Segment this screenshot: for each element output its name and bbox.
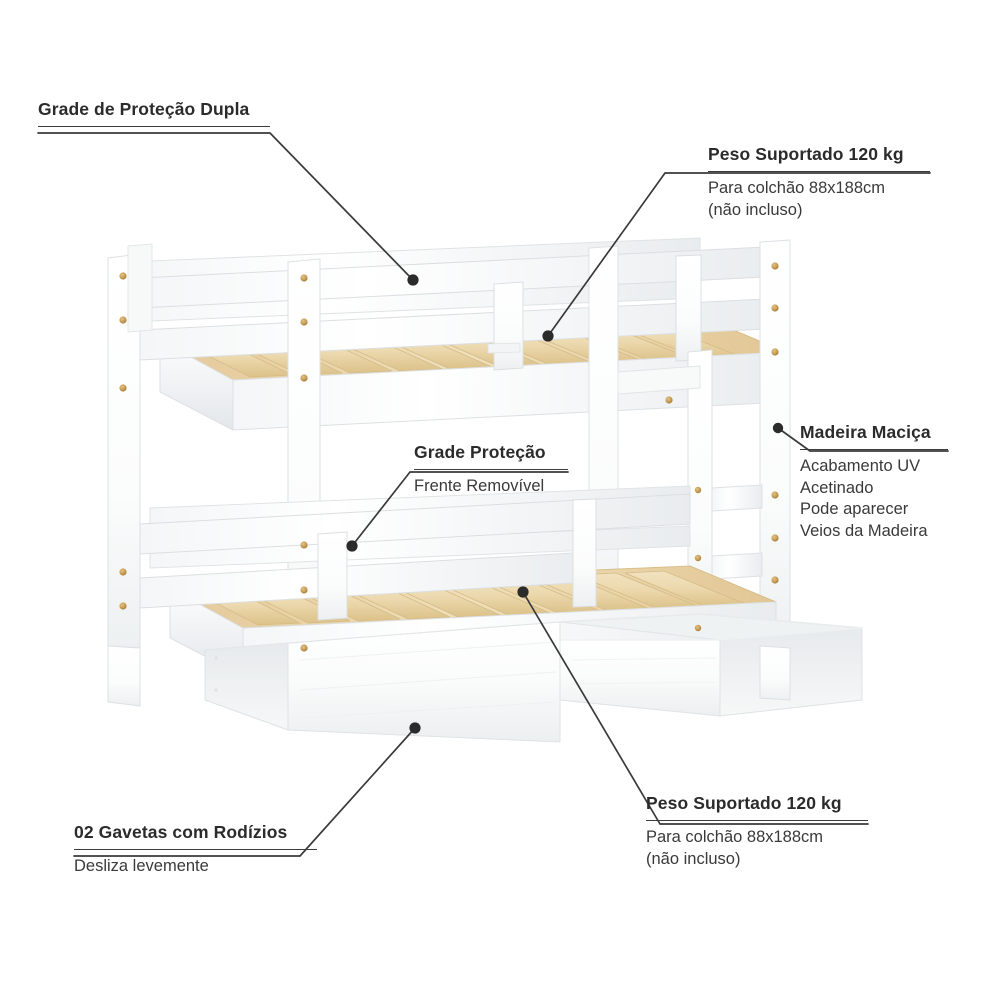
callout-subtext-line: Desliza levemente	[74, 856, 209, 875]
callout-grade-protecao: Grade Proteção Frente Removível	[414, 442, 568, 498]
leader-gavetas	[74, 728, 415, 856]
callout-02-gavetas-com-rodizios: 02 Gavetas com Rodízios Desliza levement…	[74, 822, 317, 878]
callout-subtext-line: Acetinado	[800, 478, 874, 497]
callout-subtext: Desliza levemente	[74, 856, 317, 878]
callout-title: Grade Proteção	[414, 442, 546, 462]
dot-grade-dupla	[407, 274, 419, 286]
callout-underline	[414, 468, 568, 470]
leader-peso-bot	[523, 592, 868, 824]
callout-subtext-line: Para colchão 88x188cm	[708, 178, 886, 197]
leader-grade-protecao	[352, 472, 568, 546]
drawer-left	[205, 622, 560, 742]
callout-title: Grade de Proteção Dupla	[38, 99, 250, 119]
callout-underline	[74, 848, 317, 850]
callout-peso-suportado-superior: Peso Suportado 120 kg Para colchão 88x18…	[708, 144, 930, 221]
bed-feet	[108, 646, 790, 706]
callout-title: Peso Suportado 120 kg	[646, 793, 842, 813]
callout-underline	[708, 170, 930, 172]
callout-anchor-dots	[346, 274, 784, 734]
callout-subtext: Para colchão 88x188cm (não incluso)	[708, 178, 930, 222]
callout-subtext-line: (não incluso)	[708, 200, 803, 219]
callout-subtext-line: (não incluso)	[646, 849, 741, 868]
callout-peso-suportado-inferior: Peso Suportado 120 kg Para colchão 88x18…	[646, 793, 868, 870]
callout-subtext: Frente Removível	[414, 476, 568, 498]
dowel-caps	[119, 262, 779, 652]
callout-title: Madeira Maciça	[800, 422, 931, 442]
leader-madeira	[778, 428, 948, 451]
lower-bunk-near-guard-rail	[140, 494, 690, 620]
callout-title: 02 Gavetas com Rodízios	[74, 822, 288, 842]
dot-gavetas	[409, 722, 421, 734]
dot-peso-bot	[517, 586, 529, 598]
callout-subtext-line: Para colchão 88x188cm	[646, 827, 824, 846]
callout-subtext: Para colchão 88x188cm (não incluso)	[646, 827, 868, 871]
callout-title: Peso Suportado 120 kg	[708, 144, 904, 164]
callout-underline	[800, 448, 948, 450]
callout-underline	[38, 125, 270, 127]
callout-subtext-line: Frente Removível	[414, 476, 545, 495]
leader-grade-dupla	[38, 133, 413, 280]
dot-grade-protecao	[346, 540, 358, 552]
leader-peso-top	[548, 173, 930, 336]
callout-underline	[646, 819, 868, 821]
callout-subtext: Acabamento UV Acetinado Pode aparecer Ve…	[800, 456, 948, 543]
callout-grade-de-protecao-dupla: Grade de Proteção Dupla	[38, 99, 270, 127]
post-left-back	[128, 244, 152, 332]
callout-madeira-macica: Madeira Maciça Acabamento UV Acetinado P…	[800, 422, 948, 543]
dot-peso-top	[542, 330, 554, 342]
callout-subtext-line: Pode aparecer	[800, 500, 909, 519]
callout-subtext-line: Acabamento UV	[800, 456, 921, 475]
drawer-right-open	[560, 614, 862, 716]
dot-madeira	[772, 422, 784, 434]
callout-subtext-line: Veios da Madeira	[800, 522, 928, 541]
